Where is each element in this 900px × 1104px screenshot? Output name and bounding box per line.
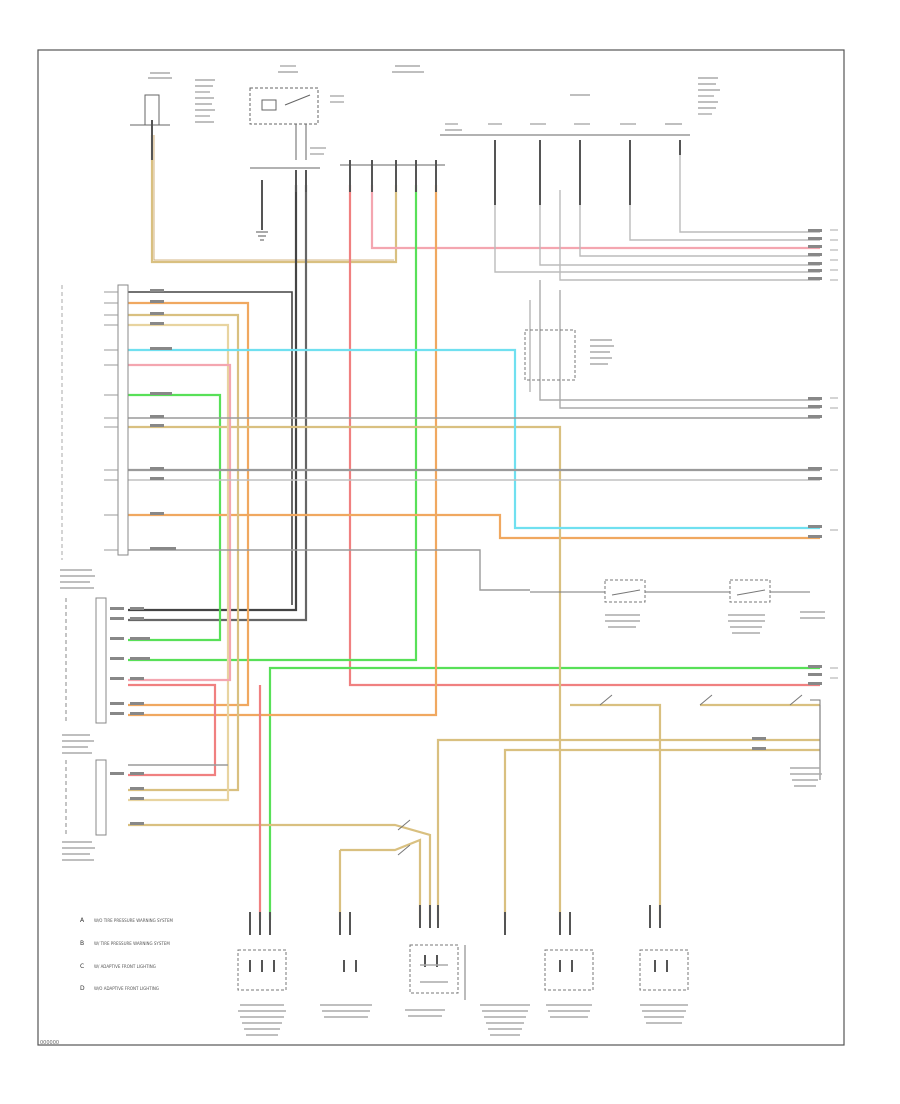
wire-tan-right-1 bbox=[436, 738, 820, 920]
wire-black-1 bbox=[128, 185, 298, 612]
bottom-modules bbox=[237, 944, 689, 1000]
ground-symbol bbox=[256, 231, 268, 241]
ecu-left bbox=[61, 284, 129, 560]
wire-tan-bottom-2 bbox=[340, 838, 422, 920]
switch-box-2 bbox=[729, 579, 771, 603]
legend-sym-b: B bbox=[80, 940, 84, 947]
wire-tan-bottom-1 bbox=[128, 823, 432, 920]
legend-text-b: W/ TIRE PRESSURE WARNING SYSTEM bbox=[94, 941, 170, 946]
wire-tan-fuse-loop bbox=[150, 135, 398, 264]
wire-green-3 bbox=[268, 666, 820, 920]
wire-orange-ecu-top bbox=[128, 301, 250, 707]
wire-tan-ecu-1 bbox=[128, 425, 562, 920]
relay-box bbox=[249, 87, 319, 125]
wire-tan-ecu-3 bbox=[128, 323, 230, 802]
wire-pink-top bbox=[370, 185, 820, 250]
wires bbox=[128, 135, 821, 920]
wire-cyan bbox=[128, 348, 820, 530]
wire-pink-ecu bbox=[128, 363, 232, 682]
wire-label-marks bbox=[110, 229, 822, 825]
wire-pink-bottom bbox=[128, 683, 217, 777]
top-label-marks bbox=[148, 65, 720, 155]
wire-mid-1 bbox=[539, 280, 820, 401]
legend-text-d: W/O ADAPTIVE FRONT LIGHTING bbox=[94, 986, 159, 991]
wire-rb-2 bbox=[579, 190, 820, 257]
top-components bbox=[130, 87, 690, 169]
bottom-center-switch bbox=[397, 819, 411, 856]
ecu-left-box bbox=[117, 284, 129, 556]
middle-right-switches bbox=[524, 329, 810, 706]
module-bottom-5 bbox=[544, 949, 594, 991]
wire-tan-right-2 bbox=[503, 748, 820, 920]
diagram-frame bbox=[37, 49, 845, 1046]
wire-orange-mid bbox=[128, 513, 820, 540]
bottom-connector-stubs bbox=[249, 905, 668, 972]
module-left-bottom bbox=[65, 759, 107, 836]
legend-sym-d: D bbox=[80, 985, 85, 992]
wire-tan-ecu-2 bbox=[128, 313, 240, 792]
module-left-middle bbox=[65, 597, 107, 724]
legend-sym-c: C bbox=[80, 963, 84, 970]
wire-orange-top bbox=[128, 185, 438, 717]
bottom-label-marks bbox=[60, 339, 825, 1036]
wire-gray-3 bbox=[128, 549, 530, 591]
module-bottom-3 bbox=[409, 944, 459, 994]
wire-red-main bbox=[348, 185, 820, 687]
module-bottom-1 bbox=[237, 949, 287, 991]
wire-black-3 bbox=[128, 291, 293, 605]
legend-text-a: W/O TIRE PRESSURE WARNING SYSTEM bbox=[94, 918, 174, 923]
top-connector-stubs bbox=[151, 120, 681, 230]
wire-rb-3 bbox=[539, 190, 820, 266]
wire-tan-fuse-loop-shadow bbox=[153, 135, 394, 261]
legend-sym-a: A bbox=[80, 917, 85, 924]
wire-green-1 bbox=[128, 185, 418, 662]
footer-code: 000000 bbox=[40, 1040, 59, 1046]
wire-tan-right-3 bbox=[570, 703, 662, 920]
wire-rb-1 bbox=[629, 190, 820, 241]
wire-rb-4 bbox=[494, 190, 820, 273]
right-edge-ticks bbox=[830, 229, 838, 679]
legend-text-c: W/ ADAPTIVE FRONT LIGHTING bbox=[94, 964, 156, 969]
wire-module-right-bracket bbox=[810, 699, 821, 780]
switch-box-1 bbox=[604, 579, 646, 603]
wire-mid-2 bbox=[559, 290, 820, 409]
wire-black-2 bbox=[128, 185, 308, 622]
wire-green-2 bbox=[128, 393, 222, 642]
junction-mid bbox=[524, 329, 576, 381]
module-bottom-6 bbox=[639, 949, 689, 991]
wire-rb-5 bbox=[559, 190, 820, 281]
wire-rb-6 bbox=[679, 148, 820, 233]
legend: A W/O TIRE PRESSURE WARNING SYSTEM B W/ … bbox=[80, 917, 174, 992]
